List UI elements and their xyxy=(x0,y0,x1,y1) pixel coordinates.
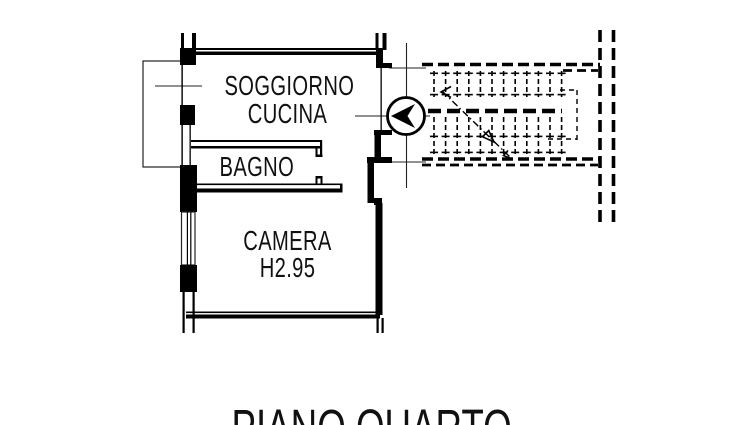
camera-window xyxy=(180,211,196,266)
camera-partition xyxy=(195,176,343,193)
door-jamb xyxy=(376,63,392,68)
balcony-door-line xyxy=(181,65,183,105)
soggiorno-label-line2: CUCINA xyxy=(247,98,328,129)
travel-arrowhead-icon xyxy=(502,149,513,160)
door-jamb xyxy=(374,130,392,135)
camera-label: CAMERA xyxy=(243,225,332,256)
bagno-partition-top xyxy=(191,140,323,157)
floor-title: PIANO QUARTO xyxy=(0,402,744,425)
room-label-bagno: BAGNO xyxy=(205,153,305,181)
camera-ceiling-height: H2.95 xyxy=(259,252,316,283)
bagno-label: BAGNO xyxy=(219,151,295,182)
travel-arrowhead-icon xyxy=(439,85,452,99)
travel-direction-line xyxy=(439,85,513,160)
window-line xyxy=(181,125,183,165)
stair-landing-edge xyxy=(548,89,578,140)
right-wall xyxy=(367,33,392,333)
bottom-wall xyxy=(186,311,380,319)
room-label-soggiorno-cucina: SOGGIORNO CUCINA xyxy=(200,72,375,128)
soggiorno-label-line1: SOGGIORNO xyxy=(224,70,355,101)
balcony-outline xyxy=(142,60,183,168)
window-line xyxy=(189,125,191,165)
floor-title-text: PIANO QUARTO xyxy=(232,402,512,425)
entry-door-line xyxy=(380,68,382,130)
travel-arrowhead-icon xyxy=(481,129,496,144)
circle-left-arrow-icon xyxy=(386,96,426,136)
stairwell xyxy=(422,30,616,222)
left-wall xyxy=(180,33,197,333)
room-label-camera: CAMERA H2.95 xyxy=(215,225,360,283)
top-wall xyxy=(190,48,383,55)
